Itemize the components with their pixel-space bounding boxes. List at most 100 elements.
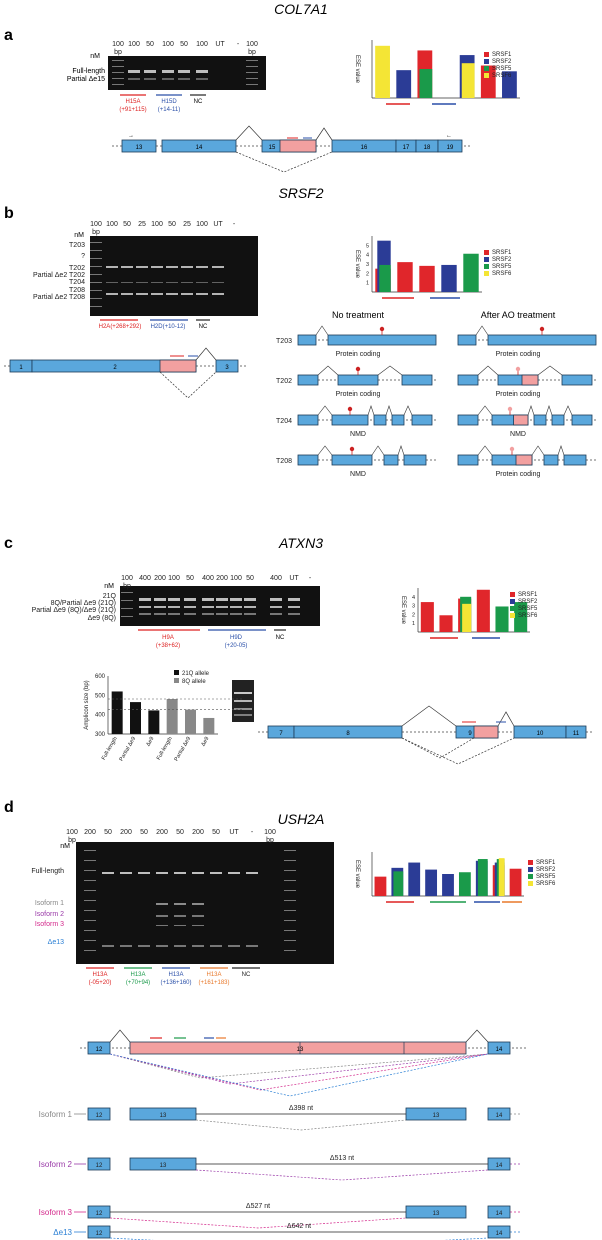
legend-swatch-srsf2 bbox=[484, 257, 489, 262]
gel-lane-label: 200 bbox=[156, 829, 168, 836]
gel-lane-label: 50 bbox=[104, 829, 112, 836]
ese-y-tick: 1 bbox=[366, 281, 369, 287]
amp-y-tick: 500 bbox=[95, 693, 106, 699]
exon-c-8: 8 bbox=[346, 731, 350, 737]
gel-lane-label: 50 bbox=[246, 575, 254, 582]
transcript-outcome: Protein coding bbox=[496, 351, 541, 358]
amp-x-tick: Full-length bbox=[156, 736, 174, 761]
gel-label-partial-e15: Partial Δe15 bbox=[67, 76, 105, 83]
gel-lane-label: 200 bbox=[216, 575, 228, 582]
panel-letter-b: b bbox=[4, 205, 14, 222]
isoform-label: Isoform 1 bbox=[39, 1110, 73, 1119]
legend-swatch-srsf2 bbox=[484, 59, 489, 64]
gel-lane-label: 100 bbox=[106, 221, 118, 228]
legend-label-srsf2: SRSF2 bbox=[518, 599, 538, 605]
legend-label-srsf6: SRSF6 bbox=[492, 73, 512, 79]
amp-legend-swatch bbox=[174, 670, 179, 675]
amp-x-tick: Partial Δe9 bbox=[119, 736, 138, 762]
gene-title-ush2a: USH2A bbox=[278, 811, 325, 827]
legend-swatch-srsf1 bbox=[484, 52, 489, 57]
isoform-exon-14: 14 bbox=[496, 1211, 503, 1217]
legend-label-srsf1: SRSF1 bbox=[518, 592, 538, 598]
amp-x-tick: Δe9 bbox=[200, 736, 210, 747]
ese-y-tick: 1 bbox=[412, 621, 415, 627]
legend-swatch-srsf2 bbox=[510, 599, 515, 604]
exon-a-16: 16 bbox=[361, 145, 368, 151]
legend-label-srsf6: SRSF6 bbox=[492, 271, 512, 277]
exon-a-15: 15 bbox=[269, 145, 276, 151]
amp-y-tick: 300 bbox=[95, 732, 106, 738]
legend-label-srsf5: SRSF5 bbox=[518, 606, 538, 612]
legend-swatch-srsf5 bbox=[528, 874, 533, 879]
ao-label-d: H13A bbox=[92, 972, 107, 978]
legend-label-srsf1: SRSF1 bbox=[492, 52, 512, 58]
ese-bar-srsf2 bbox=[441, 264, 457, 292]
ese-bar-srsf2 bbox=[425, 869, 438, 896]
isoform-exon-12: 12 bbox=[96, 1231, 103, 1237]
gel-label-b: T208 bbox=[69, 287, 85, 294]
legend-swatch-srsf5 bbox=[484, 264, 489, 269]
ao-sub-h15a: (+91+115) bbox=[119, 107, 146, 113]
ese-bar-srsf1 bbox=[420, 602, 434, 632]
transcript-id: T204 bbox=[276, 418, 292, 425]
isoform-label: Isoform 2 bbox=[39, 1160, 73, 1169]
gel-lane-label: 200 bbox=[84, 829, 96, 836]
amp-y-tick: 400 bbox=[95, 713, 106, 719]
isoform-exon-14: 14 bbox=[496, 1231, 503, 1237]
exon-c-9: 9 bbox=[468, 731, 472, 737]
gel-label-c: Partial Δe9 (8Q)/Δe9 (21Q) bbox=[32, 607, 116, 614]
gel-label-full-length: Full-length bbox=[72, 68, 105, 75]
amp-bar bbox=[203, 717, 215, 734]
gel-label-b: Partial Δe2 T202 bbox=[33, 272, 85, 279]
gel-lane-label: - bbox=[237, 41, 240, 48]
legend-swatch-srsf1 bbox=[484, 250, 489, 255]
isoform-exon-13: 13 bbox=[160, 1113, 167, 1119]
ese-y-label: ESE value bbox=[400, 596, 406, 625]
primer-arrow-rev-a: ← bbox=[446, 133, 452, 139]
gel-lane-label: 25 bbox=[183, 221, 191, 228]
exon-b-1: 1 bbox=[19, 365, 23, 371]
ese-bar-srsf5 bbox=[463, 253, 479, 292]
ese-bar-srsf1 bbox=[419, 265, 435, 292]
amp-bar bbox=[166, 699, 178, 734]
ao-label-nc-a: NC bbox=[194, 99, 203, 105]
ese-bar-srsf1 bbox=[476, 589, 490, 632]
legend-label-srsf1: SRSF1 bbox=[536, 860, 556, 866]
gel-label-d: Full-length bbox=[31, 868, 64, 875]
legend-swatch-srsf5 bbox=[510, 606, 515, 611]
ese-bar-srsf1 bbox=[439, 615, 453, 632]
isoform-delta: Δ642 nt bbox=[287, 1223, 311, 1230]
gel-label-d: Isoform 2 bbox=[35, 911, 64, 918]
exon-d-12: 12 bbox=[96, 1047, 103, 1053]
exon-a-19: 19 bbox=[447, 145, 454, 151]
gel-lane-label: 50 bbox=[146, 41, 154, 48]
transcript-outcome: Protein coding bbox=[336, 391, 381, 398]
ao-sub-d: (+161+183) bbox=[198, 980, 229, 986]
gel-label-b: T204 bbox=[69, 279, 85, 286]
ese-y-tick: 4 bbox=[412, 595, 415, 601]
ese-y-tick: 2 bbox=[412, 612, 415, 618]
legend-swatch-srsf6 bbox=[528, 881, 533, 886]
legend-swatch-srsf6 bbox=[510, 613, 515, 618]
isoform-exon-13b: 13 bbox=[433, 1211, 440, 1217]
ao-label-nc-c: NC bbox=[276, 635, 285, 641]
amp-bar bbox=[130, 702, 141, 734]
legend-swatch-srsf5 bbox=[484, 66, 489, 71]
exon-a-18: 18 bbox=[424, 145, 431, 151]
isoform-exon-14: 14 bbox=[496, 1163, 503, 1169]
ao-label-d: H13A bbox=[206, 972, 221, 978]
gel-lane-label: 100 bbox=[168, 575, 180, 582]
gel-lane-label: 400 bbox=[139, 575, 151, 582]
isoform-exon-12: 12 bbox=[96, 1113, 103, 1119]
ese-bar-srsf6 bbox=[375, 45, 390, 98]
ao-label-d: H13A bbox=[168, 972, 183, 978]
amp-bar bbox=[185, 709, 196, 734]
ao-sub-d: (+70+94) bbox=[126, 980, 150, 986]
isoform-label: Isoform 3 bbox=[39, 1208, 73, 1217]
gel-lane-label: - bbox=[251, 829, 254, 836]
panel-letter-a: a bbox=[4, 27, 13, 44]
